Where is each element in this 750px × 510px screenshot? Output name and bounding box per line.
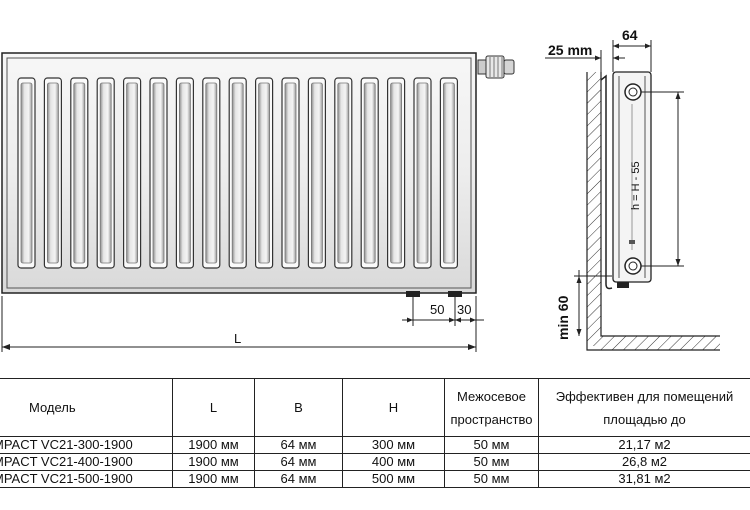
bottom-pipe-circle	[624, 257, 642, 275]
wall-gap-label: 25 mm	[548, 42, 592, 58]
fin-slot-inner	[258, 82, 271, 264]
fin-slot-inner	[310, 82, 323, 264]
cell-length: 1900 мм	[172, 436, 255, 454]
header-length: L	[172, 378, 255, 437]
cell-length: 1900 мм	[172, 470, 255, 488]
side-view	[586, 71, 720, 351]
header-area-line1: Эффективен для помещений	[555, 388, 734, 404]
thermostatic-valve	[477, 55, 515, 79]
cell-depth: 64 мм	[254, 436, 343, 454]
table-row: MPACT VC21-500-1900 1900 мм 64 мм 500 мм…	[0, 470, 750, 488]
cell-axis: 50 мм	[444, 453, 539, 471]
axis-distance-label: h = H - 55	[630, 161, 642, 210]
supply-pipe-stub	[406, 291, 420, 297]
floor-clearance-label: min 60	[555, 295, 571, 340]
fin-slot-inner	[416, 82, 429, 264]
table-row: MPACT VC21-300-1900 1900 мм 64 мм 300 мм…	[0, 436, 750, 454]
fin-slot-inner	[99, 82, 112, 264]
cell-area: 26,8 м2	[538, 453, 750, 471]
header-height: H	[342, 378, 445, 437]
cell-depth: 64 мм	[254, 453, 343, 471]
fin-slot-inner	[20, 82, 33, 264]
header-depth: B	[254, 378, 343, 437]
header-area-line2: площадью до	[603, 411, 686, 427]
fin-slot-inner	[284, 82, 297, 264]
return-pipe-stub	[448, 291, 462, 297]
header-axis-line2: пространство	[450, 411, 533, 427]
table-row: MPACT VC21-400-1900 1900 мм 64 мм 400 мм…	[0, 453, 750, 471]
radiator-inner-frame	[6, 57, 472, 289]
fin-slot-inner	[205, 82, 218, 264]
table-header-row: Модель L B H Межосевое пространство Эффе…	[0, 378, 750, 437]
header-axis-distance: Межосевое пространство	[444, 378, 539, 437]
cell-height: 300 мм	[342, 436, 445, 454]
cell-axis: 50 мм	[444, 436, 539, 454]
fin-slot-inner	[337, 82, 350, 264]
floor-clearance-dimension	[574, 270, 612, 336]
radiator-front-view	[1, 52, 477, 294]
floor-hatching	[601, 336, 720, 350]
fin-slot-inner	[47, 82, 59, 264]
radiator-drawing: 50 30 L	[1, 27, 720, 352]
pipe-offset-label: 30	[457, 302, 471, 317]
top-pipe-circle	[624, 83, 642, 101]
specification-table: Модель L B H Межосевое пространство Эффе…	[0, 378, 750, 488]
cell-model: MPACT VC21-500-1900	[0, 470, 173, 488]
fin-slot-inner	[73, 82, 86, 264]
convector-fins	[17, 77, 458, 269]
length-label: L	[234, 331, 241, 346]
cell-height: 400 мм	[342, 453, 445, 471]
cell-area: 31,81 м2	[538, 470, 750, 488]
fin-slot-inner	[231, 82, 244, 264]
depth-label: 64	[622, 27, 638, 43]
axis-distance-dimension	[641, 91, 684, 267]
cell-length: 1900 мм	[172, 453, 255, 471]
cell-model: MPACT VC21-400-1900	[0, 453, 173, 471]
cell-depth: 64 мм	[254, 470, 343, 488]
fin-slot-inner	[390, 82, 403, 264]
wall-bracket	[600, 74, 613, 290]
header-model: Модель	[0, 378, 173, 437]
wall-hatching	[587, 72, 601, 346]
pipe-spacing-label: 50	[430, 302, 444, 317]
bottom-connections	[406, 291, 462, 297]
fin-slot-inner	[442, 82, 455, 264]
fin-slot-inner	[152, 82, 165, 264]
header-axis-line1: Межосевое	[457, 388, 526, 404]
fin-slot-inner	[178, 82, 191, 264]
wall-outline	[586, 72, 720, 351]
cell-model: MPACT VC21-300-1900	[0, 436, 173, 454]
cell-area: 21,17 м2	[538, 436, 750, 454]
cell-axis: 50 мм	[444, 470, 539, 488]
cell-height: 500 мм	[342, 470, 445, 488]
fin-slot-inner	[126, 82, 138, 264]
header-effective-area: Эффективен для помещений площадью до	[538, 378, 750, 437]
fin-slot-inner	[363, 82, 376, 264]
length-dimension	[1, 296, 477, 352]
top-dimensions	[545, 40, 652, 72]
pipe-spacing-dimension	[402, 296, 484, 326]
